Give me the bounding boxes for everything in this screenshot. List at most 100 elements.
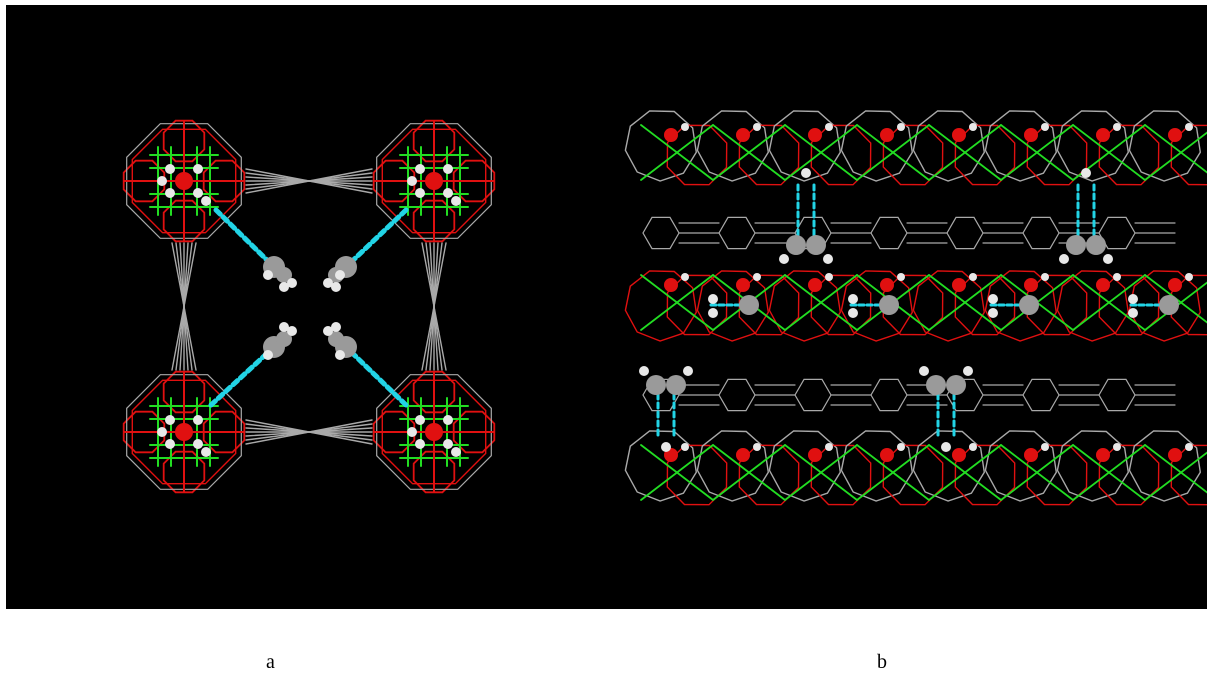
hydrogen-atom: [443, 188, 453, 198]
hydrogen-atom: [681, 123, 689, 131]
hydrogen-atom: [1113, 273, 1121, 281]
hydrogen-atom: [988, 294, 998, 304]
carboxylate-ring: [1026, 274, 1088, 336]
oxygen-atom: [880, 278, 894, 292]
linker-bond: [245, 168, 373, 194]
benzene-ring: [642, 216, 680, 250]
carboxylate-ring: [912, 430, 986, 502]
hydrogen-atom: [919, 366, 929, 376]
hydrogen-atom: [825, 123, 833, 131]
metal-bond: [712, 444, 786, 501]
carboxylate-ring: [624, 430, 698, 502]
hydrogen-atom: [969, 273, 977, 281]
crystal-structure-illustrations: [122, 110, 1207, 506]
carboxylate-ring: [738, 274, 800, 336]
oxygen-atom: [1168, 278, 1182, 292]
metal-bond: [856, 444, 930, 501]
metal-node-cluster: [372, 119, 496, 243]
hydrogen-atom: [157, 176, 167, 186]
framework-ring: [131, 379, 237, 485]
carboxylate-ring: [1026, 444, 1088, 506]
hydrogen-atom: [1113, 443, 1121, 451]
guest-carbon-atom: [926, 375, 946, 395]
framework-layer: [624, 110, 1207, 186]
guest-molecule: [323, 322, 409, 408]
metal-bond: [640, 444, 714, 501]
hydrogen-atom: [1081, 168, 1091, 178]
linker-bond: [421, 242, 447, 371]
hydrogen-atom: [1041, 443, 1049, 451]
framework-ring: [126, 123, 242, 239]
carboxylate-ring: [882, 274, 944, 336]
hydrogen-atom: [415, 415, 425, 425]
oxygen-atom: [425, 172, 443, 190]
carboxylate-ring: [1170, 274, 1207, 336]
hydrogen-atom: [963, 366, 973, 376]
guest-carbon-atom: [879, 295, 899, 315]
benzene-ring: [1098, 216, 1136, 250]
hydrogen-atom: [708, 294, 718, 304]
metal-node-cluster: [122, 370, 246, 494]
metal-bond: [1144, 451, 1207, 501]
metal-bond: [784, 274, 858, 331]
hydrogen-bond: [213, 207, 277, 270]
carboxylate-ring: [984, 430, 1058, 502]
caption-b: b: [877, 651, 887, 673]
hydrogen-atom: [848, 308, 858, 318]
hydrogen-atom: [193, 188, 203, 198]
oxygen-atom: [808, 128, 822, 142]
guest-carbon-atom: [276, 267, 292, 283]
hydrogen-atom: [157, 427, 167, 437]
carboxylate-ring: [840, 430, 914, 502]
metal-bond: [928, 124, 1002, 181]
carboxylate-ring: [162, 199, 206, 243]
hydrogen-atom: [279, 282, 289, 292]
benzene-ring: [870, 378, 908, 412]
framework-ring: [126, 374, 242, 490]
guest-carbon-atom: [786, 235, 806, 255]
carboxylate-ring: [954, 274, 1016, 336]
metal-bond: [1000, 124, 1074, 181]
benzene-ring: [1022, 216, 1060, 250]
oxygen-atom: [175, 172, 193, 190]
hydrogen-atom: [779, 254, 789, 264]
metal-bond: [856, 124, 930, 181]
carboxylate-ring: [1170, 444, 1207, 506]
hydrogen-atom: [1128, 294, 1138, 304]
hydrogen-atom: [825, 443, 833, 451]
guest-molecule: [848, 294, 899, 318]
hydrogen-atom: [1103, 254, 1113, 264]
hydrogen-atom: [988, 308, 998, 318]
figure-canvas: [6, 5, 1207, 609]
oxygen-atom: [808, 278, 822, 292]
framework-ring: [381, 128, 487, 234]
guest-molecule: [639, 366, 693, 452]
carboxylate-ring: [1056, 270, 1130, 342]
hydrogen-atom: [941, 442, 951, 452]
panel-a-structure: [122, 119, 496, 494]
guest-molecule: [708, 294, 759, 318]
oxygen-atom: [1096, 278, 1110, 292]
hydrogen-atom: [443, 415, 453, 425]
carboxylate-ring: [1056, 110, 1130, 182]
benzene-ring: [1098, 378, 1136, 412]
carboxylate-ring: [912, 110, 986, 182]
guest-carbon-atom: [276, 331, 292, 347]
hydrogen-atom: [165, 439, 175, 449]
benzene-ring: [946, 378, 984, 412]
carboxylate-ring: [666, 444, 728, 506]
benzene-ring: [718, 216, 756, 250]
hydrogen-atom: [825, 273, 833, 281]
guest-molecule: [213, 207, 297, 292]
carboxylate-ring: [954, 124, 1016, 186]
carboxylate-ring: [984, 110, 1058, 182]
hydrogen-atom: [193, 415, 203, 425]
carboxylate-ring: [1026, 124, 1088, 186]
guest-carbon-atom: [328, 331, 344, 347]
oxygen-atom: [880, 448, 894, 462]
carboxylate-ring: [202, 159, 246, 203]
metal-bond: [640, 124, 714, 181]
guest-carbon-atom: [1086, 235, 1106, 255]
benzene-ring: [946, 216, 984, 250]
oxygen-atom: [425, 423, 443, 441]
